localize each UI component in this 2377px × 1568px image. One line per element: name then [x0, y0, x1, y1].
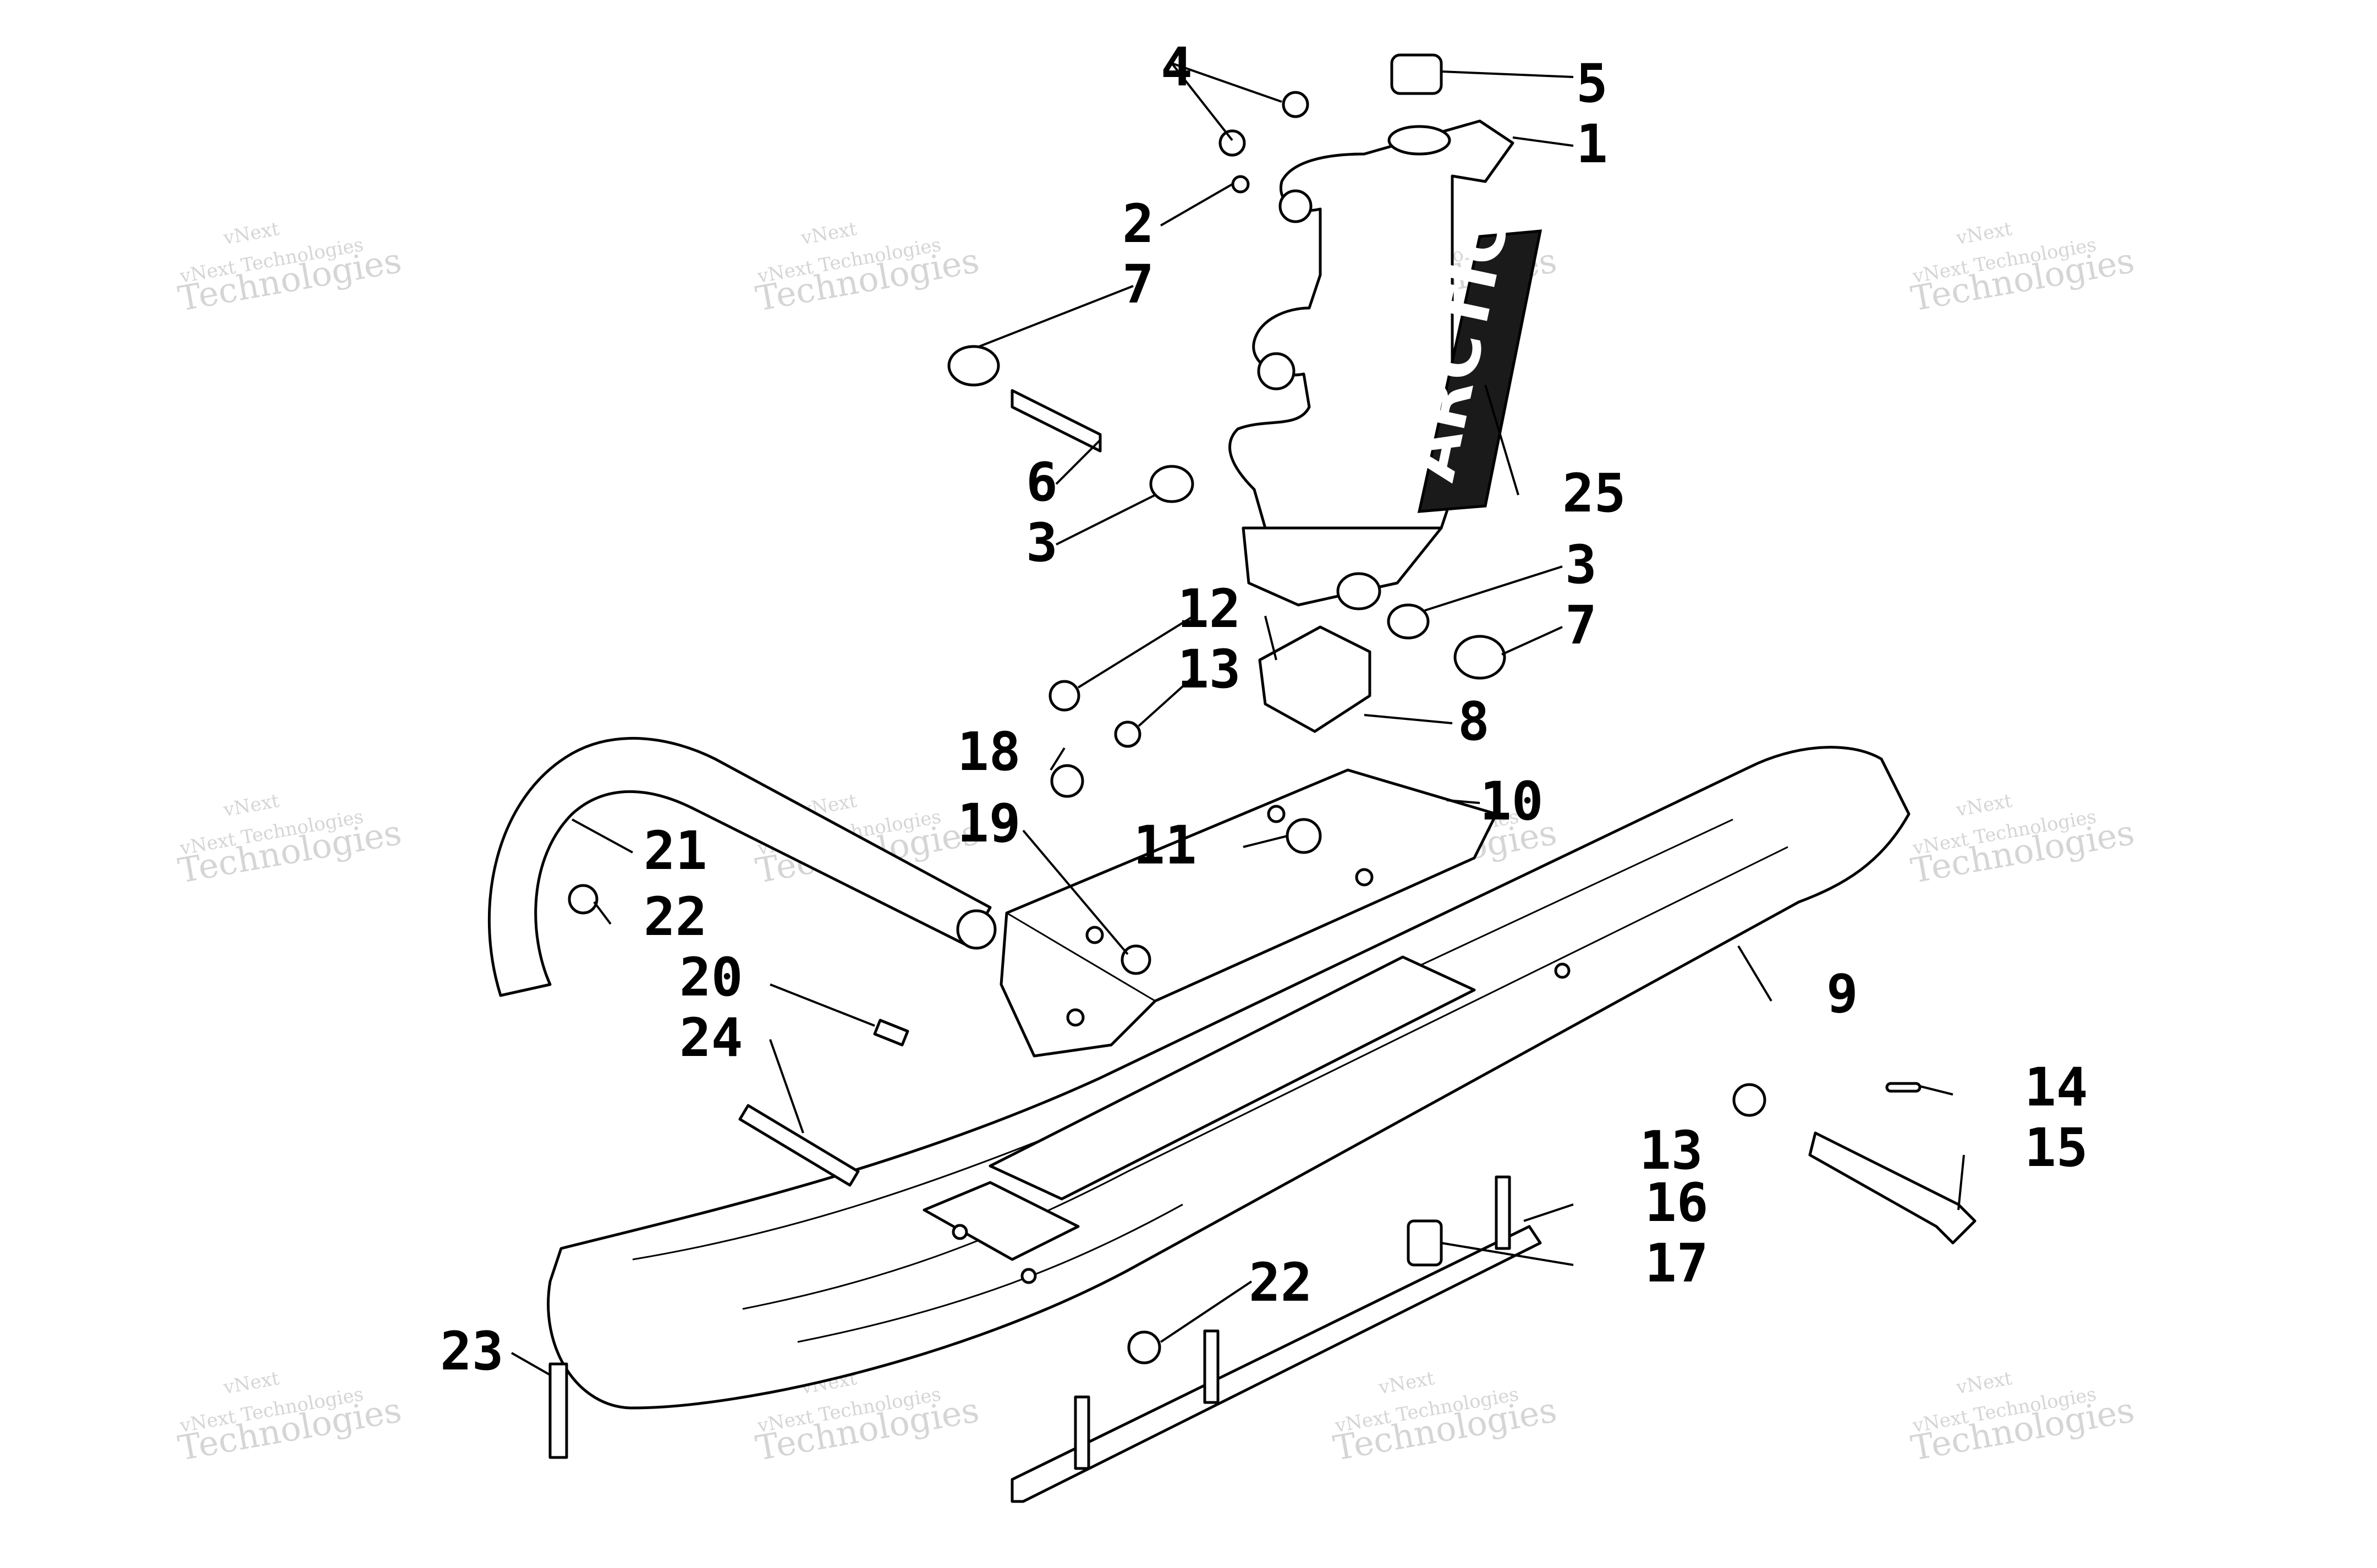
callout-24: 24 — [679, 1007, 743, 1069]
callout-9: 9 — [1826, 963, 1858, 1025]
bumper — [1258, 625, 1371, 733]
callout-6: 6 — [1026, 452, 1058, 513]
ski-hole — [1020, 1268, 1037, 1284]
washer — [1286, 818, 1322, 854]
ski-hole — [1554, 962, 1571, 979]
grease-cap — [1390, 53, 1443, 95]
watermark: vNext vNext Technologies Technologies — [1908, 218, 2137, 319]
callout-22: 22 — [644, 886, 707, 948]
callout-8: 8 — [1458, 691, 1490, 752]
callout-4: 4 — [1161, 36, 1193, 98]
callout-3: 3 — [1026, 512, 1058, 574]
watermark-line1: vNext — [1376, 1367, 1436, 1399]
lock-nut — [1121, 944, 1151, 975]
callout-14: 14 — [2024, 1057, 2088, 1118]
callouts: 1 2 3 3 4 5 6 7 7 8 9 10 11 12 13 13 14 … — [440, 36, 2088, 1382]
callout-3: 3 — [1565, 534, 1597, 596]
spacer-washer — [947, 345, 1000, 387]
ski-hole — [952, 1224, 968, 1240]
watermark: vNext vNext Technologies Technologies — [1908, 790, 2137, 891]
callout-21: 21 — [644, 820, 707, 882]
lock-nut — [1050, 764, 1084, 798]
watermark-line1: vNext — [1954, 1367, 2014, 1399]
callout-20: 20 — [679, 947, 743, 1008]
plug-nut — [568, 884, 599, 915]
watermark-line1: vNext — [1954, 218, 2014, 249]
watermark: vNext vNext Technologies Technologies — [175, 1367, 404, 1468]
callout-5: 5 — [1576, 53, 1608, 114]
watermark: vNext vNext Technologies Technologies — [175, 218, 404, 319]
washer — [1218, 129, 1246, 157]
callout-13: 13 — [1639, 1120, 1703, 1181]
watermark: vNext vNext Technologies Technologies — [753, 218, 982, 319]
watermark-line1: vNext — [1954, 790, 2014, 821]
spacer-tube — [1011, 389, 1102, 453]
ski-mount-bracket — [1000, 768, 1498, 1058]
washer — [1282, 91, 1309, 118]
callout-17: 17 — [1645, 1233, 1709, 1294]
callout-18: 18 — [957, 721, 1021, 783]
watermark: vNext vNext Technologies Technologies — [1908, 1367, 2137, 1468]
wear-bar — [1011, 1175, 1542, 1503]
washer — [1114, 720, 1141, 748]
callout-19: 19 — [957, 793, 1021, 854]
bushing — [1149, 465, 1194, 503]
wear-bar-stud — [1495, 1175, 1511, 1250]
spacer-washer — [1453, 635, 1506, 680]
callout-11: 11 — [1133, 815, 1197, 876]
loop-bolt — [738, 1104, 860, 1187]
callout-10: 10 — [1480, 771, 1544, 832]
lock-nut — [1127, 1330, 1161, 1365]
callout-15: 15 — [2024, 1117, 2088, 1179]
cotter-pin — [1885, 1082, 1922, 1093]
callout-22: 22 — [1249, 1252, 1313, 1313]
spacer-parts — [947, 345, 1506, 680]
callout-7: 7 — [1122, 254, 1154, 315]
callout-1: 1 — [1576, 113, 1608, 175]
callout-12: 12 — [1177, 578, 1241, 640]
flange-bolt — [548, 1362, 568, 1459]
wear-bar-stud — [1074, 1395, 1090, 1470]
callout-25: 25 — [1562, 463, 1626, 524]
callout-23: 23 — [440, 1321, 504, 1382]
callout-13: 13 — [1177, 639, 1241, 700]
watermark-line1: vNext — [221, 1367, 281, 1399]
washer — [1732, 1083, 1766, 1117]
ski — [547, 746, 1911, 1410]
watermark-line1: vNext — [221, 218, 281, 249]
watermark: vNext vNext Technologies Technologies — [1330, 1367, 1560, 1468]
callout-16: 16 — [1645, 1172, 1709, 1234]
leader-lines — [511, 62, 1965, 1376]
wear-bar-stud — [1203, 1329, 1220, 1404]
ski-loop-handle — [487, 736, 997, 997]
watermark-line1: vNext — [221, 790, 281, 821]
watermark-line1: vNext — [799, 218, 859, 249]
shoulder-bolt — [873, 1019, 909, 1047]
spindle-base — [1242, 526, 1443, 610]
callout-7: 7 — [1565, 595, 1597, 656]
bushing — [1387, 603, 1430, 640]
hardware — [548, 53, 1977, 1459]
wear-bar-spacer — [1407, 1219, 1443, 1267]
grease-fitting — [1231, 175, 1250, 194]
pivot-bolt — [1808, 1131, 1977, 1245]
lock-nut — [1048, 680, 1080, 712]
watermark: vNext vNext Technologies Technologies — [175, 790, 404, 891]
callout-2: 2 — [1122, 193, 1154, 255]
